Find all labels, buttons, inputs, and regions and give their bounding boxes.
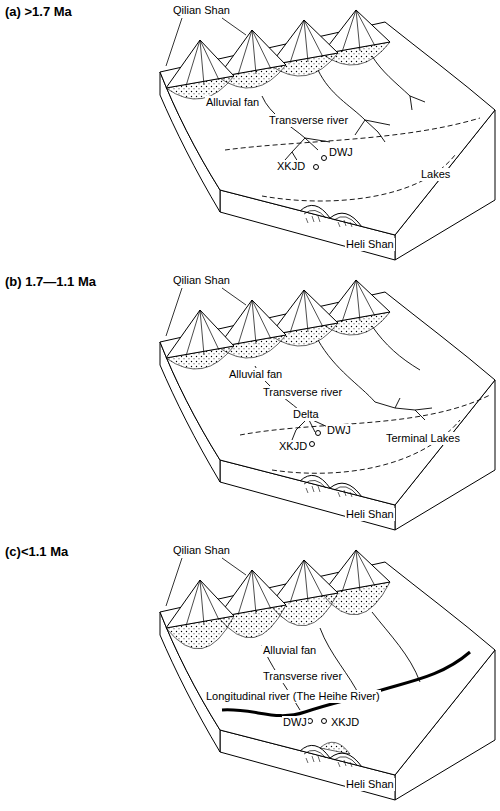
site-label: XKJD <box>330 716 360 729</box>
fan-label: Alluvial fan <box>262 644 317 657</box>
fan-label: Alluvial fan <box>228 368 283 381</box>
site-label: DWJ <box>282 716 308 729</box>
range-label: Qilian Shan <box>172 4 231 17</box>
lake-label: Lakes <box>420 168 451 181</box>
fan-label: Alluvial fan <box>205 96 260 109</box>
panel-label: (c)<1.1 Ma <box>4 544 69 559</box>
lake-label: Terminal Lakes <box>385 432 461 445</box>
site-label: XKJD <box>276 160 306 173</box>
river-label: Transverse river <box>262 670 343 683</box>
range-label: Qilian Shan <box>172 274 231 287</box>
site-label: DWJ <box>326 424 352 437</box>
site-label: DWJ <box>328 146 354 159</box>
panel-label: (b) 1.7—1.1 Ma <box>4 274 97 289</box>
range-label: Qilian Shan <box>172 544 231 557</box>
river-label: Transverse river <box>268 114 349 127</box>
panel-label: (a) >1.7 Ma <box>4 4 73 19</box>
river-label: Transverse river <box>262 386 343 399</box>
range-label: Heli Shan <box>345 778 395 791</box>
delta-label: Delta <box>292 408 320 421</box>
range-label: Heli Shan <box>345 238 395 251</box>
site-label: XKJD <box>278 440 308 453</box>
range-label: Heli Shan <box>345 508 395 521</box>
river-label: Longitudinal river (The Heihe River) <box>205 690 381 703</box>
